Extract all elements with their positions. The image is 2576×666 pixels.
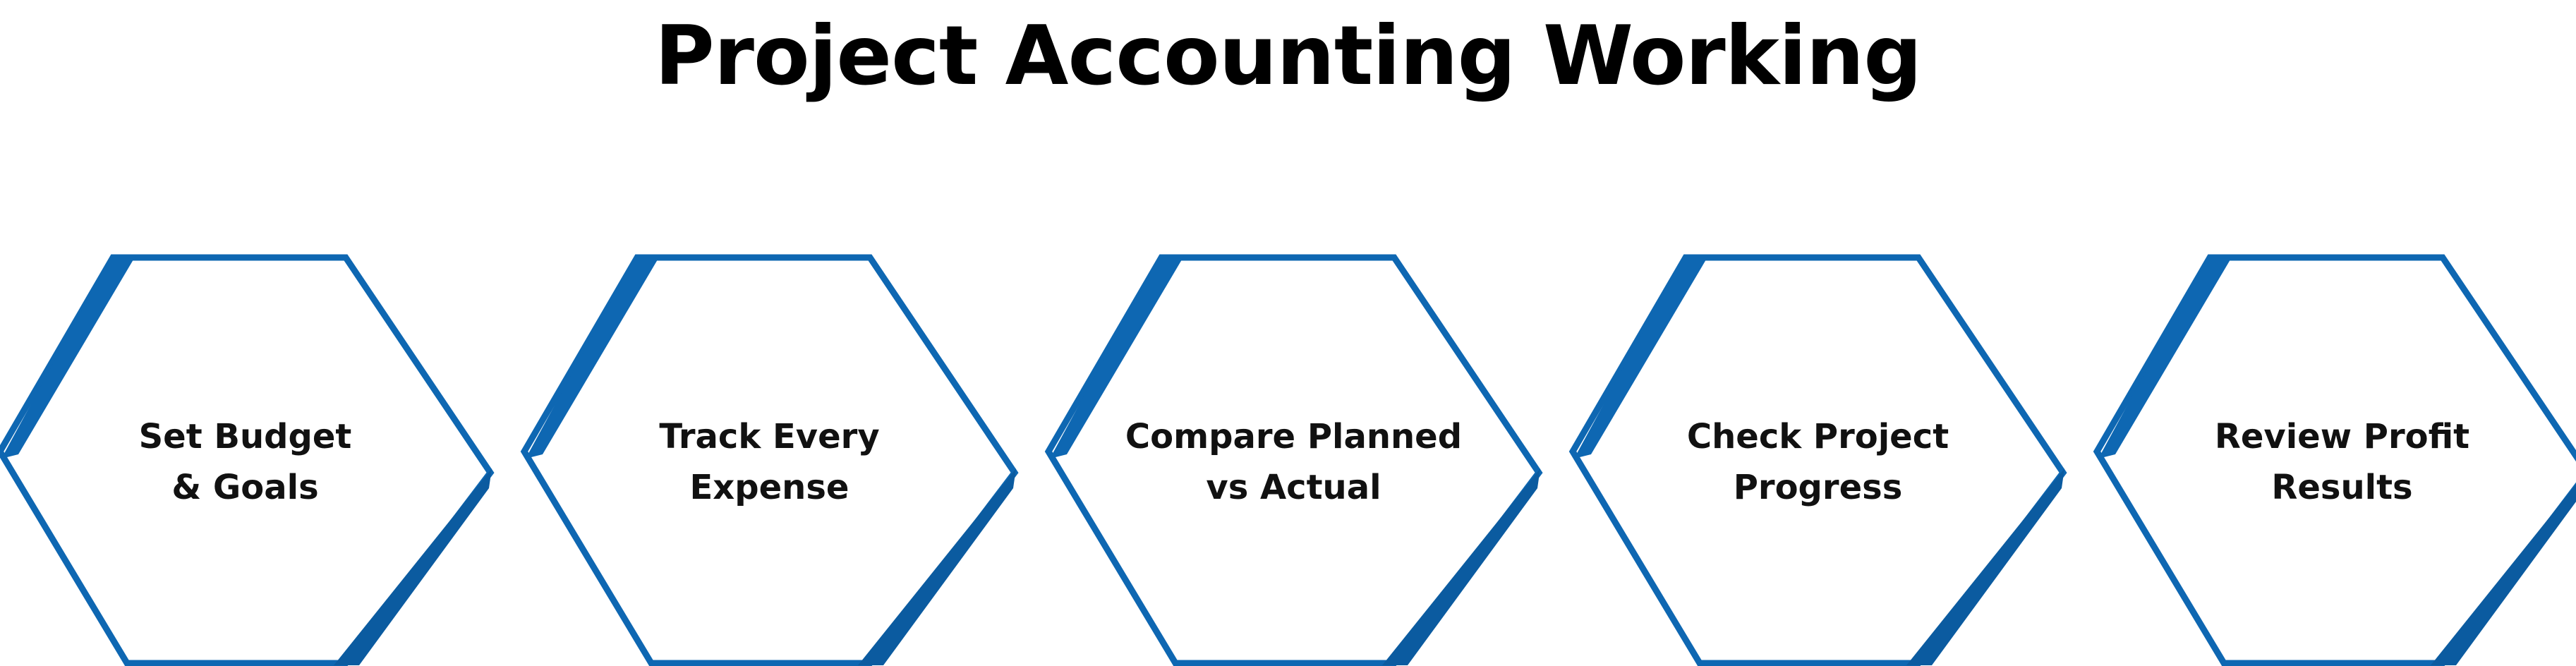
hexagon-shape bbox=[520, 254, 1019, 666]
step-label-line: Set Budget bbox=[139, 417, 352, 456]
process-step: Compare Planned vs Actual bbox=[1044, 254, 1543, 666]
step-label-line: Progress bbox=[1734, 468, 1903, 507]
hexagon-shape bbox=[1568, 254, 2067, 666]
step-label: Set Budget & Goals bbox=[139, 417, 352, 507]
hexagon-left-accent bbox=[2098, 256, 2232, 459]
hexagon-left-accent bbox=[1050, 256, 1184, 459]
hexagon-right-accent bbox=[2431, 484, 2576, 665]
hexagon-right-accent bbox=[858, 468, 1016, 665]
step-label-line: & Goals bbox=[171, 468, 318, 507]
step-label: Compare Planned vs Actual bbox=[1125, 417, 1462, 507]
step-label-line: Track Every bbox=[659, 417, 879, 456]
hexagon-shape bbox=[1044, 254, 1543, 666]
hexagon-shape bbox=[2093, 254, 2576, 666]
step-label-line: Results bbox=[2271, 468, 2412, 507]
hexagon-right-accent bbox=[1906, 468, 2064, 665]
page-title: Project Accounting Working bbox=[654, 8, 1923, 104]
hexagon-right-accent bbox=[334, 468, 492, 665]
step-label-line: Check Project bbox=[1687, 417, 1949, 456]
hexagon-left-accent bbox=[1, 256, 135, 459]
step-label-line: Expense bbox=[690, 468, 849, 507]
step-label-line: vs Actual bbox=[1206, 468, 1381, 507]
hexagon-left-accent bbox=[526, 256, 660, 459]
hexagon-right-accent bbox=[1382, 468, 1540, 665]
step-label-line: Review Profit bbox=[2215, 417, 2469, 456]
process-step: Set Budget & Goals bbox=[0, 254, 495, 666]
step-label-line: Compare Planned bbox=[1125, 417, 1462, 456]
hexagon-left-accent bbox=[1574, 256, 1708, 459]
hexagon-shape bbox=[0, 254, 495, 666]
